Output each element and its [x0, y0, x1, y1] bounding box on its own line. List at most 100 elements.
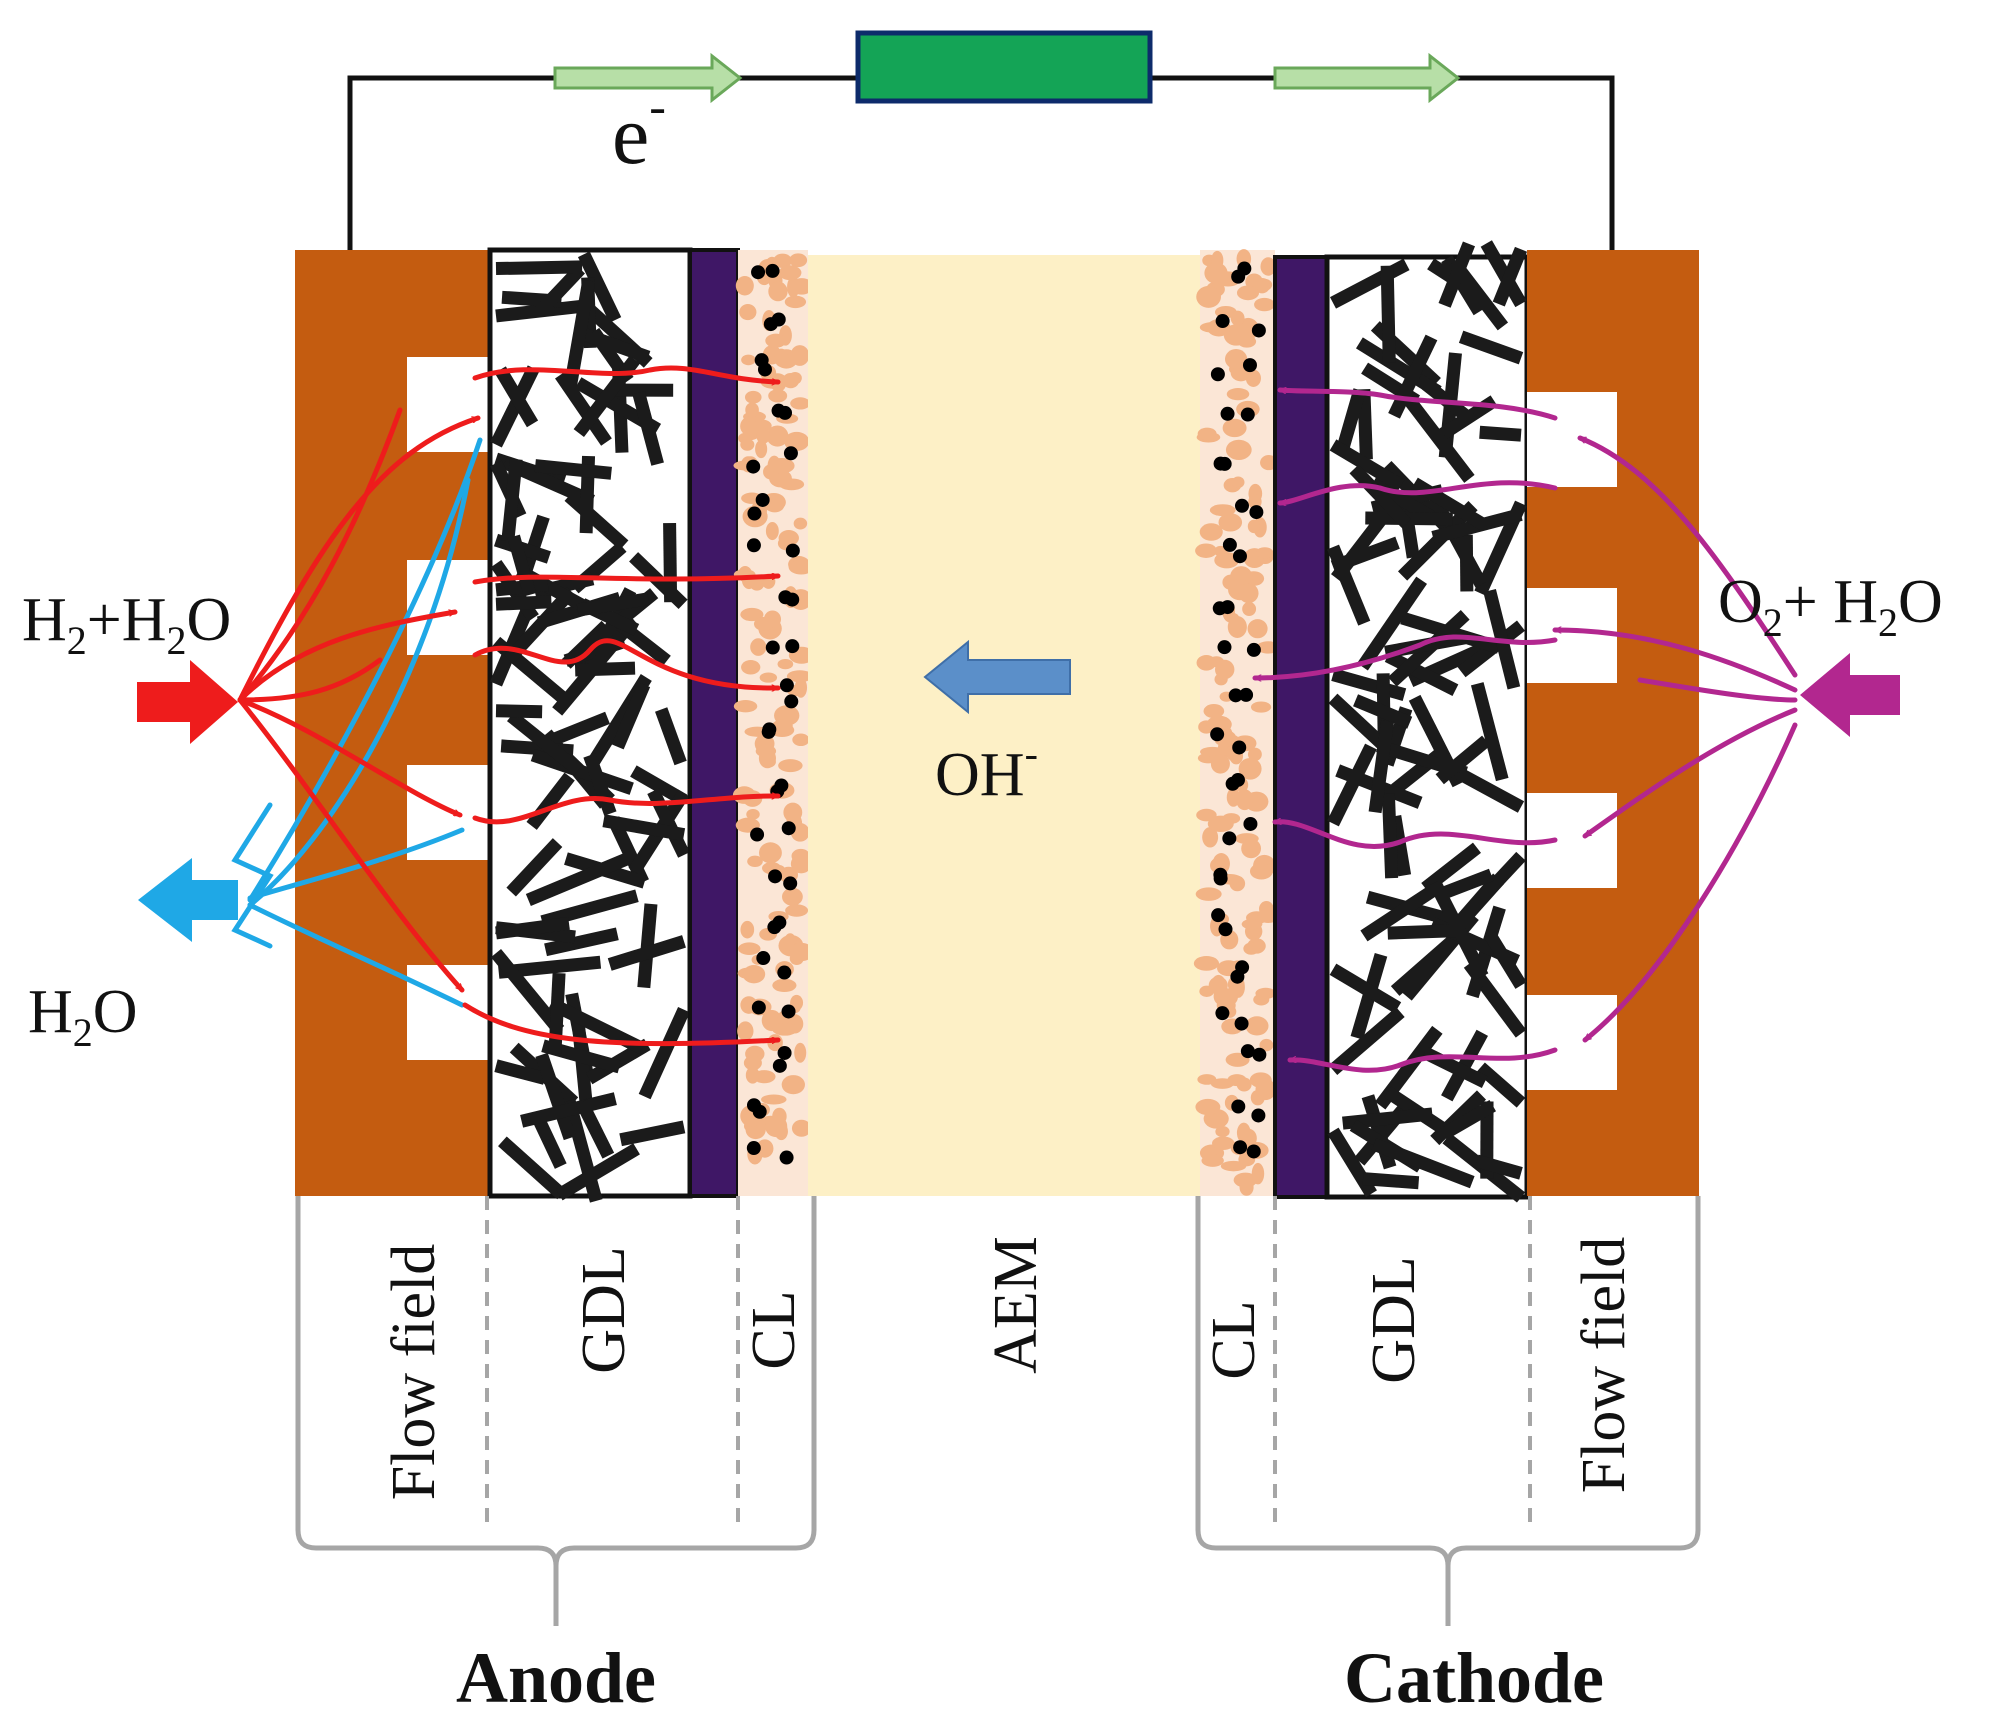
catalyst-particle	[746, 1141, 761, 1156]
ionomer-particle	[781, 1075, 805, 1095]
carbon-fiber	[1479, 425, 1522, 442]
ionomer-particle	[1210, 754, 1230, 774]
anode-channel	[407, 357, 490, 452]
cathode-channel	[1527, 392, 1617, 487]
ionomer-particle	[768, 389, 788, 403]
ionomer-particle	[1214, 988, 1238, 1007]
carbon-fiber	[1476, 1062, 1526, 1108]
catalyst-particle	[756, 951, 771, 966]
catalyst-particle	[1215, 1006, 1230, 1021]
electron-arrow-left	[553, 52, 743, 104]
cathode-microporous-layer	[1273, 255, 1329, 1199]
catalyst-particle	[751, 265, 766, 280]
layer-brackets	[295, 1196, 1701, 1626]
ionomer-particle	[765, 333, 787, 348]
cathode-flow-field	[1527, 250, 1699, 1196]
anode-gdl-label: GDL	[570, 1246, 638, 1373]
carbon-fiber	[1362, 1172, 1420, 1190]
ionomer-particle	[753, 616, 774, 631]
carbon-fiber	[576, 592, 650, 617]
carbon-fiber	[555, 371, 612, 446]
catalyst-particle	[1249, 505, 1264, 520]
ionomer-particle	[761, 1094, 787, 1105]
ionomer-particle	[1195, 1098, 1221, 1116]
carbon-fiber	[1357, 576, 1428, 671]
catalyst-particle	[746, 538, 761, 553]
ionomer-particle	[777, 659, 794, 670]
ionomer-particle	[1245, 1016, 1269, 1036]
catalyst-particle	[765, 640, 780, 655]
ionomer-particle	[788, 559, 814, 575]
ionomer-particle	[1224, 349, 1248, 370]
ionomer-particle	[1212, 1136, 1235, 1151]
ionomer-particle	[1250, 701, 1272, 713]
carbon-fiber	[520, 1092, 617, 1128]
ionomer-particle	[766, 425, 789, 447]
carbon-fiber	[1428, 879, 1489, 980]
catalyst-particle	[1239, 687, 1254, 702]
ionomer-particle	[1218, 513, 1243, 532]
catalyst-particle	[1215, 314, 1230, 329]
ionomer-particle	[743, 1055, 762, 1071]
ionomer-particle	[772, 1022, 798, 1036]
ionomer-particle	[1241, 918, 1263, 930]
ionomer-particle	[1242, 601, 1257, 617]
ionomer-particle	[1245, 369, 1261, 387]
catalyst-particle	[768, 869, 783, 884]
catalyst-particle	[783, 446, 798, 461]
catalyst-particle	[1234, 1016, 1249, 1031]
catalyst-particle	[765, 263, 780, 278]
ionomer-particle	[790, 397, 811, 410]
carbon-fiber	[495, 704, 543, 719]
carbon-fiber	[1328, 1007, 1405, 1075]
cathode-gdl-label: GDL	[1360, 1256, 1428, 1383]
ionomer-particle	[735, 275, 754, 296]
carbon-fiber	[1360, 883, 1440, 942]
ionomer-particle	[778, 265, 802, 281]
ionomer-particle	[1209, 504, 1236, 517]
catalyst-particle	[1232, 740, 1247, 755]
carbon-fiber	[519, 514, 550, 573]
carbon-fiber	[1331, 668, 1407, 701]
carbon-fiber	[1387, 924, 1458, 940]
carbon-fiber	[525, 852, 631, 906]
ionomer-particle	[759, 672, 778, 683]
ionomer-particle	[741, 354, 756, 366]
ionomer-particle	[789, 278, 814, 295]
catalyst-particle	[1246, 642, 1261, 657]
electron-arrow-right	[1273, 52, 1461, 104]
ionomer-particle	[1260, 257, 1277, 276]
carbon-fiber	[1484, 931, 1527, 989]
ionomer-particle	[1210, 1078, 1234, 1089]
ionomer-particle	[768, 457, 795, 474]
carbon-fiber	[1355, 337, 1442, 398]
ionomer-particle	[1207, 815, 1234, 832]
carbon-fiber	[1380, 265, 1396, 364]
ionomer-particle	[745, 1066, 760, 1084]
carbon-fiber	[571, 1019, 594, 1109]
catalyst-particle	[1210, 367, 1225, 382]
carbon-fiber	[498, 1136, 566, 1200]
carbon-fiber	[602, 814, 686, 842]
carbon-fiber	[1435, 735, 1491, 785]
cathode-catalyst-particles	[1193, 249, 1280, 1196]
ionomer-particle	[782, 887, 803, 906]
ionomer-particle	[755, 439, 768, 459]
carbon-fiber	[535, 1052, 577, 1141]
ionomer-particle	[1215, 1126, 1230, 1138]
ionomer-particle	[772, 1107, 787, 1126]
carbon-fiber	[1458, 330, 1524, 365]
catalyst-particle	[1243, 816, 1258, 831]
carbon-fiber	[1381, 792, 1399, 879]
carbon-fiber	[540, 889, 639, 929]
ionomer-particle	[747, 855, 763, 867]
ionomer-particle	[784, 295, 807, 309]
catalyst-particle	[762, 722, 777, 737]
catalyst-particle	[781, 821, 796, 836]
carbon-fiber	[655, 707, 687, 766]
ionomer-particle	[1196, 285, 1221, 308]
catalyst-particle	[1240, 407, 1255, 422]
carbon-fiber	[1454, 875, 1505, 930]
ionomer-particle	[1247, 747, 1262, 762]
carbon-fiber	[548, 972, 566, 1054]
